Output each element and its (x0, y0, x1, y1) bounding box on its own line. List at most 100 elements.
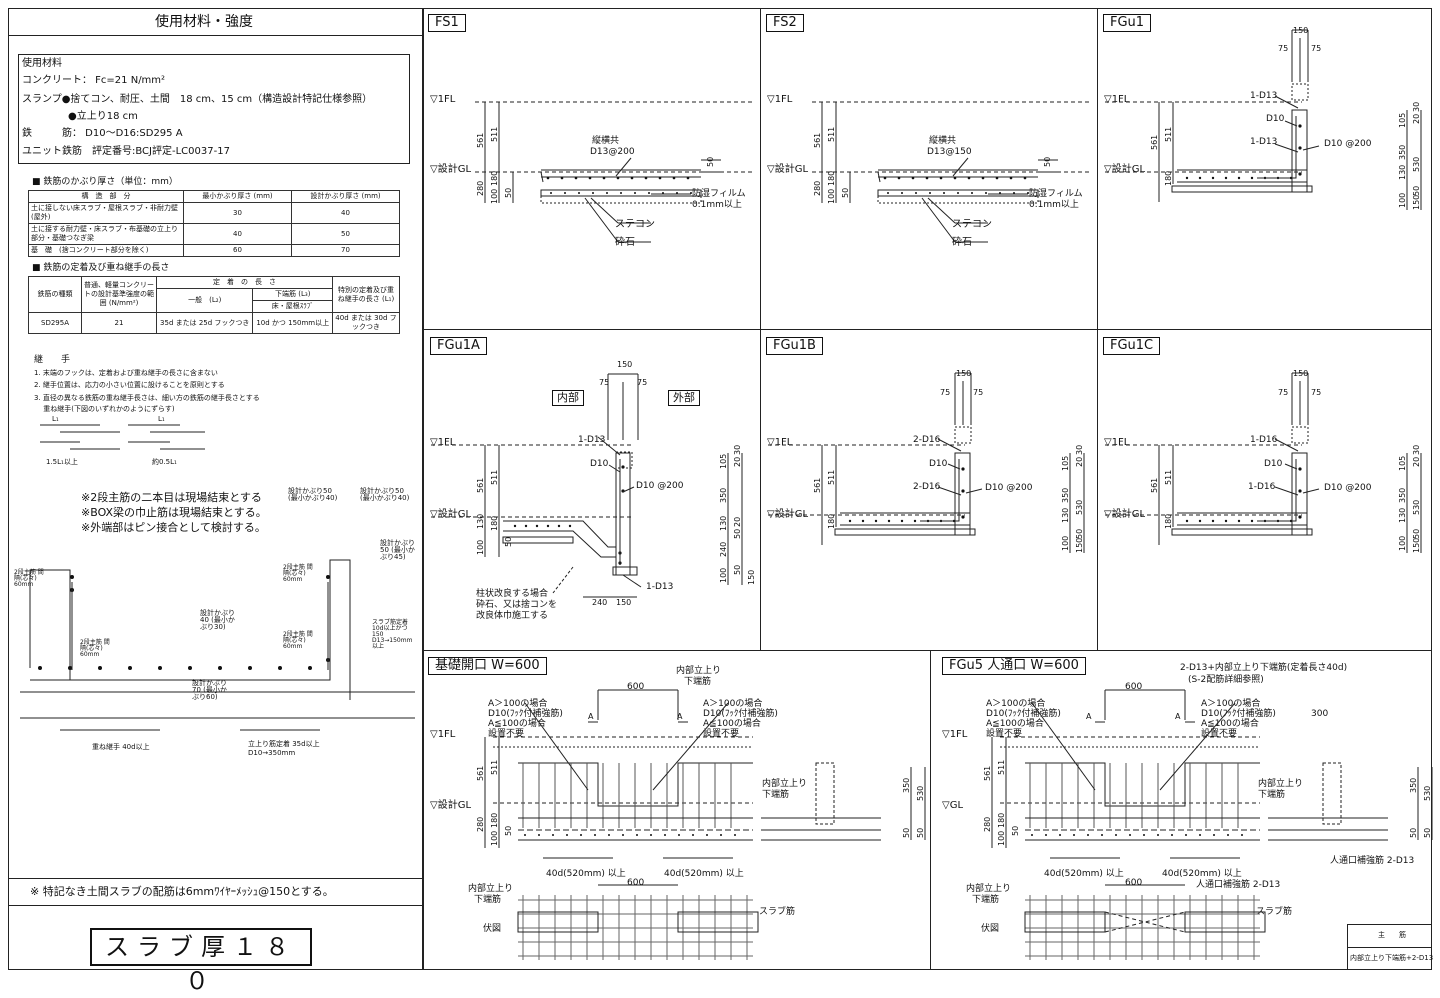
rebar-dot (128, 666, 132, 670)
rebar-dot (616, 176, 620, 180)
dim-50: 50 (504, 188, 513, 198)
cover-table-title: ■ 鉄筋のかぶり厚さ（単位：mm） (32, 177, 178, 187)
cover-r3c3: 70 (291, 244, 400, 257)
rebar-dot (1298, 515, 1302, 519)
leader (937, 438, 962, 452)
fgu5-a2: A (1175, 712, 1181, 721)
foundation-outline (29, 559, 351, 700)
leader (1274, 95, 1299, 109)
rebar-dot (1198, 176, 1202, 180)
fgu5-fl: ▽1FL (942, 729, 968, 740)
detail-lap: 重ね継手 40d以上 (92, 743, 150, 751)
materials-unit: ユニット鉄筋 評定番号:BCJ評定-LC0037-17 (22, 146, 230, 157)
dim-511: 511 (1164, 470, 1173, 485)
dim-50: 50 (1423, 828, 1432, 838)
rebar-dot (524, 524, 528, 528)
dim-50: 50 (1075, 529, 1084, 539)
dim-130: 130 (1061, 508, 1070, 523)
leader (1274, 438, 1299, 452)
fgu1-fl: ▽1FL (1104, 94, 1130, 105)
fgu1c-top75a: 75 (1278, 388, 1289, 397)
rebar-dot (1298, 172, 1302, 176)
fgu1a-b240: 240 (592, 598, 608, 607)
fgu5-bottom-bar: 下端筋 (1258, 790, 1286, 800)
rebar-dot (957, 192, 959, 194)
dim-50: 50 (706, 157, 715, 167)
dim-105: 105 (1061, 456, 1070, 471)
fs1-film: 防湿フィルム (692, 189, 746, 199)
dim-350: 350 (1409, 778, 1418, 793)
fgu1a-b150: 150 (616, 598, 632, 607)
fgu1c-fl: ▽1FL (1104, 437, 1130, 448)
anchor-r3: 35d または 25d フックつき (155, 312, 254, 334)
leader (524, 702, 589, 791)
fgu5-legend-v: 内部立上り下端筋+2-D13 (1350, 954, 1434, 962)
dim-50: 50 (1409, 828, 1418, 838)
tag-fgu1: FGu1 (1103, 14, 1152, 32)
dim-100: 100 (490, 831, 499, 846)
rebar-dot (1250, 519, 1254, 523)
leader (1031, 702, 1096, 791)
detail-cover70: 設計かぶり70 (最小かぶり60) (192, 679, 227, 701)
rebar-dot (1059, 834, 1061, 836)
dim-150: 150 (1412, 195, 1421, 210)
rebar-dot (550, 192, 552, 194)
dim-280: 280 (983, 817, 992, 832)
detail-main2c: 2段主筋 間隔(芯々) 60mm (283, 564, 313, 583)
dim-511: 511 (490, 760, 499, 775)
leader (927, 197, 956, 224)
rebar-dot (636, 834, 638, 836)
rebar-dot (580, 834, 582, 836)
fgu1-bar3: 1-D13 (1250, 137, 1278, 147)
fgu1b-bar4: D10 @200 (985, 483, 1033, 493)
stirrup (1257, 116, 1297, 179)
rebar-dot (686, 176, 690, 180)
materials-concrete: コンクリート： Fc=21 N/mm² (22, 75, 166, 86)
fgu5-d10-r: D10(ﾌｯｸ付補強筋) (1201, 709, 1276, 719)
rebar-dot (308, 666, 312, 670)
rebar-dot (1241, 834, 1243, 836)
anchor-h4: 特別の定着及び重ね継手の長さ (L₁) (332, 276, 400, 313)
dim-511: 511 (827, 127, 836, 142)
slab-base (1171, 185, 1313, 193)
dim-20: 20 (1412, 114, 1421, 124)
fs2-film: 防湿フィルム (1029, 189, 1083, 199)
footnote-box (8, 878, 423, 906)
joint-l1a: L₁ (52, 415, 59, 423)
rebar-dot (911, 176, 915, 180)
remark-2: ※BOX梁の巾止筋は現場結束とする。 (81, 506, 267, 519)
rebar-dot (98, 666, 102, 670)
rebar-dot (621, 465, 625, 469)
dim-280: 280 (476, 817, 485, 832)
rebar-dot (1045, 834, 1047, 836)
fgu1a-bar4: 1-D13 (646, 582, 674, 592)
fgu5-d10-l: D10(ﾌｯｸ付補強筋) (986, 709, 1061, 719)
dim-240: 240 (719, 542, 728, 557)
fgu1b-bar2: D10 (929, 459, 948, 469)
sill-box (1291, 426, 1309, 444)
op-d10-r: D10(ﾌｯｸ付補強筋) (703, 709, 778, 719)
fgu1-top75a: 75 (1278, 44, 1289, 53)
fgu1c-bar3: 1-D16 (1248, 482, 1276, 492)
rebar-dot (326, 575, 330, 579)
fgu1b-fl: ▽1FL (767, 437, 793, 448)
fgu5-in-rise: 内部立上り (1258, 779, 1304, 789)
fgu1a-out: 外部 (668, 390, 700, 406)
fgu1-gl: ▽設計GL (1104, 164, 1146, 175)
fgu1c-bar4: D10 @200 (1324, 483, 1372, 493)
rebar-dot (188, 666, 192, 670)
dim-530: 530 (1412, 157, 1421, 172)
dim-511: 511 (490, 127, 499, 142)
rebar-dot (622, 834, 624, 836)
dim-50: 50 (733, 529, 742, 539)
leader (608, 464, 621, 473)
plan-wall-r (677, 911, 759, 933)
fgu1b-top75a: 75 (940, 388, 951, 397)
anchor-r4: 10d かつ 150mm以上 (252, 312, 333, 334)
left-panel-header: 使用材料・強度 (155, 14, 253, 30)
fgu1a-bar1: 1-D13 (578, 435, 606, 445)
detail-cover40: 設計かぶり40 (最小かぶり30) (200, 609, 235, 631)
dim-511: 511 (490, 470, 499, 485)
dim-100: 100 (719, 568, 728, 583)
tag-fs1: FS1 (428, 14, 466, 32)
